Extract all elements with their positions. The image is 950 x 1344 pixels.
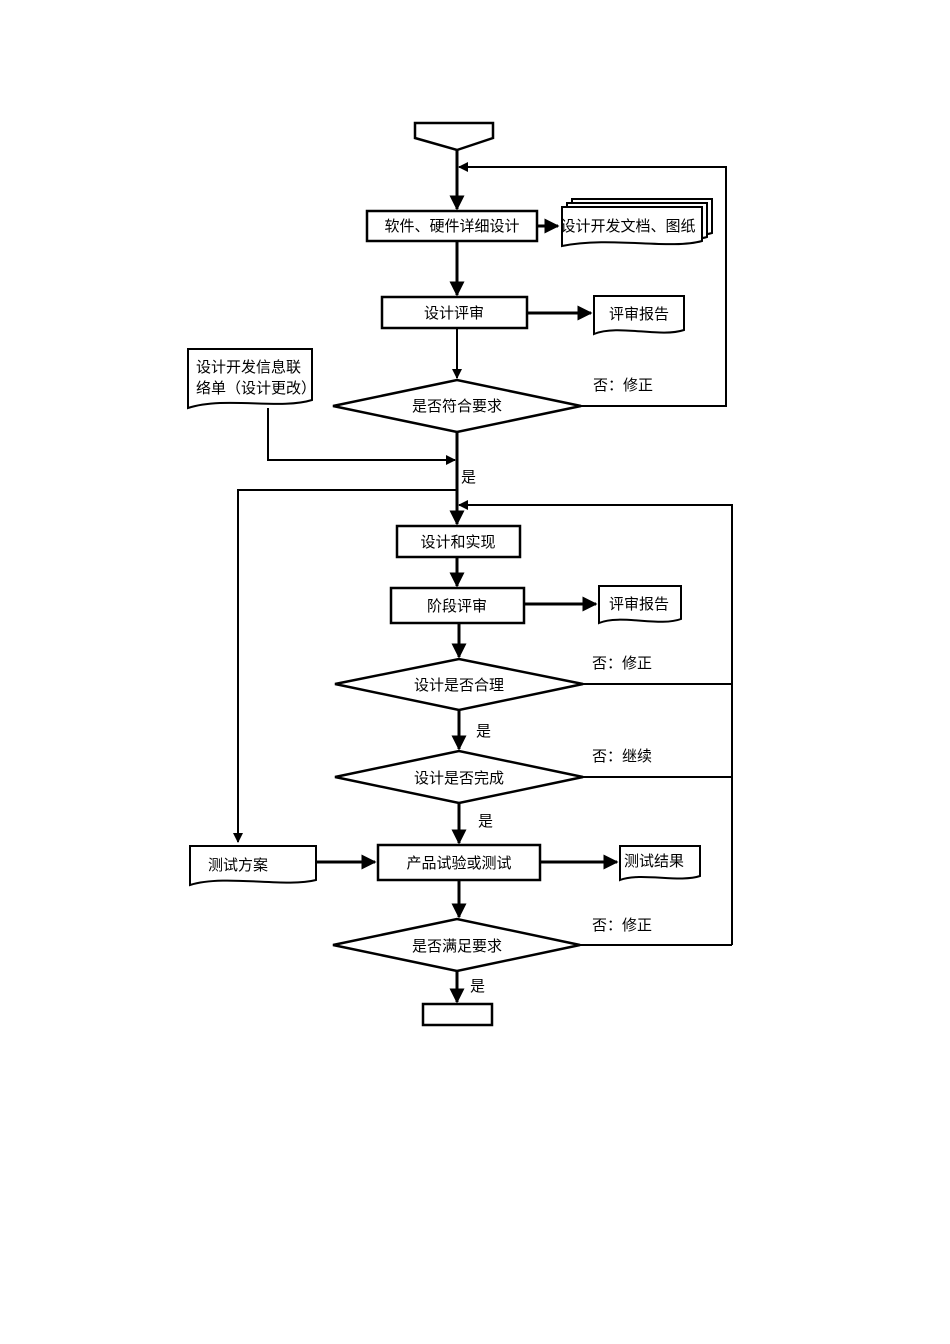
design-docs-stack <box>561 198 713 248</box>
satisfies-requirements-label: 是否满足要求 <box>412 937 502 955</box>
design-reasonable-label: 设计是否合理 <box>414 676 504 694</box>
edge-change-form-to-flow <box>267 408 456 465</box>
loop-decision1-no-fix <box>458 162 727 407</box>
label-yes-3: 是 <box>478 812 493 830</box>
design-review-box <box>380 295 529 330</box>
test-results-doc <box>619 845 701 882</box>
end-terminal <box>421 1002 494 1027</box>
test-plan-doc <box>189 845 317 887</box>
label-yes-4: 是 <box>470 977 485 995</box>
detail-design-label: 软件、硬件详细设计 <box>384 217 519 235</box>
change-form-label-line1: 设计开发信息联 <box>196 358 301 376</box>
edge-flow-to-test-plan <box>233 489 457 843</box>
meets-requirements-label: 是否符合要求 <box>412 397 502 415</box>
design-docs-label: 设计开发文档、图纸 <box>560 217 695 235</box>
review-report-2-doc <box>598 585 682 625</box>
label-yes-1: 是 <box>461 468 476 486</box>
review-report-1-doc <box>593 295 685 336</box>
stage-review-label: 阶段评审 <box>427 597 487 615</box>
label-no-fix-2: 否：修正 <box>592 654 652 672</box>
design-review-label: 设计评审 <box>424 304 484 322</box>
design-implement-label: 设计和实现 <box>420 533 495 551</box>
label-no-continue: 否：继续 <box>592 747 652 765</box>
product-test-label: 产品试验或测试 <box>406 854 511 872</box>
change-form-label-line2: 络单（设计更改） <box>196 379 316 397</box>
change-form-doc <box>187 348 313 410</box>
design-complete-label: 设计是否完成 <box>414 769 504 787</box>
test-results-label: 测试结果 <box>624 852 684 870</box>
label-no-fix-1: 否：修正 <box>593 376 653 394</box>
loop-upper-return <box>458 500 733 945</box>
review-report-1-label: 评审报告 <box>609 305 669 323</box>
detail-design-box <box>365 209 539 243</box>
label-no-fix-3: 否：修正 <box>592 916 652 934</box>
review-report-2-label: 评审报告 <box>609 595 669 613</box>
label-yes-2: 是 <box>476 722 491 740</box>
start-terminal <box>413 121 495 152</box>
test-plan-label: 测试方案 <box>208 856 268 874</box>
